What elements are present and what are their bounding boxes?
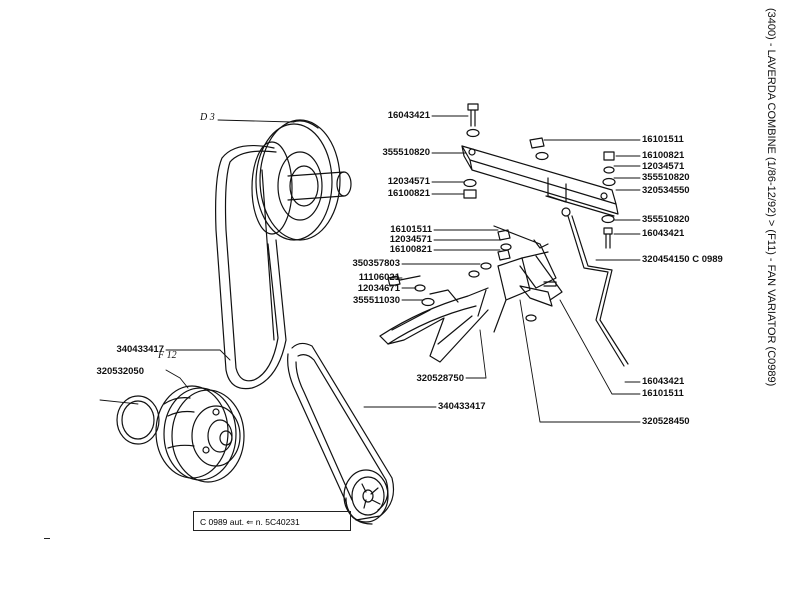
part-label: 355510820 xyxy=(642,214,690,225)
divider-mark xyxy=(44,538,50,539)
part-label: 16043421 xyxy=(642,376,685,387)
group-label-f12: F 12 xyxy=(158,350,177,361)
part-label: 11106021 xyxy=(358,272,400,283)
part-label: 12034571 xyxy=(389,234,432,245)
part-label: 16043421 xyxy=(387,110,430,121)
part-label: 320454150 C 0989 xyxy=(642,254,723,265)
hardware-stack-left xyxy=(463,103,480,199)
belt-pulley xyxy=(343,469,389,523)
part-label: 16043421 xyxy=(642,228,685,239)
part-label: 320532050 xyxy=(96,366,144,377)
part-label: 355510820 xyxy=(642,172,690,183)
part-label: 320534550 xyxy=(642,185,690,196)
part-label: 350357803 xyxy=(352,258,400,269)
part-label: 16100821 xyxy=(642,150,685,161)
group-label-d3: D 3 xyxy=(200,112,215,123)
part-label: 12034571 xyxy=(387,176,430,187)
upper-pulley-d3 xyxy=(251,119,352,241)
part-label: 16100821 xyxy=(387,188,430,199)
leader-lines xyxy=(99,115,641,423)
part-label: 340433417 xyxy=(438,401,486,412)
part-label: 355511030 xyxy=(352,295,400,306)
lever-fork xyxy=(379,225,563,363)
part-label: 16101511 xyxy=(390,224,432,235)
part-label: 12034571 xyxy=(642,161,685,172)
part-label: 16101511 xyxy=(642,134,684,145)
part-label: 320528450 xyxy=(642,416,690,427)
lower-pulley-f12 xyxy=(116,385,245,483)
part-label: 16100821 xyxy=(389,244,432,255)
upper-belt xyxy=(215,145,287,390)
lever-hardware xyxy=(387,229,557,307)
part-label: 16101511 xyxy=(642,388,684,399)
hardware-stack-right xyxy=(529,137,616,249)
part-label: 12034671 xyxy=(357,283,400,294)
top-bracket xyxy=(461,145,619,217)
part-label: 340433417 xyxy=(116,344,164,355)
page-title: (3400) - LAVERDA COMBINE (1/86-12/92) > … xyxy=(765,8,777,387)
part-label: 320528750 xyxy=(416,373,464,384)
part-label: 355510820 xyxy=(382,147,430,158)
lower-belt xyxy=(287,342,395,525)
control-rod xyxy=(561,207,629,367)
revision-note: C 0989 aut. ⇐ n. 5C40231 xyxy=(193,511,351,531)
